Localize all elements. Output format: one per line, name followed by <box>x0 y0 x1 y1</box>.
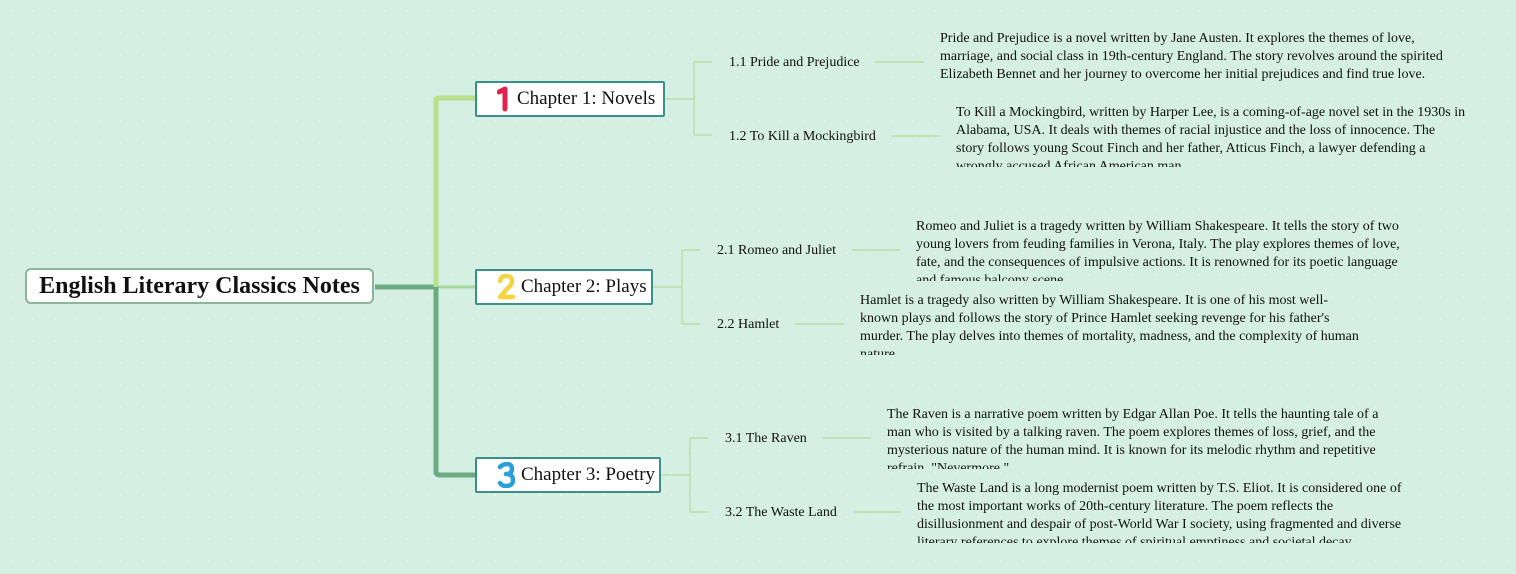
note-pride-and-prejudice: Pride and Prejudice is a novel written b… <box>940 31 1443 82</box>
subtopic-to-kill-a-mockingbird[interactable]: 1.2 To Kill a Mockingbird <box>729 129 876 144</box>
chapter-3-topic[interactable]: Chapter 3: Poetry <box>475 457 661 493</box>
subtopic-hamlet[interactable]: 2.2 Hamlet <box>717 317 780 332</box>
note-the-raven: The Raven is a narrative poem written by… <box>887 407 1379 469</box>
root-title: English Literary Classics Notes <box>39 272 360 299</box>
number-one-icon <box>497 86 511 112</box>
note-to-kill-a-mockingbird: To Kill a Mockingbird, written by Harper… <box>956 105 1466 167</box>
chapter-1-topic[interactable]: Chapter 1: Novels <box>475 81 665 117</box>
note-the-waste-land: The Waste Land is a long modernist poem … <box>917 481 1402 543</box>
number-three-icon <box>497 462 515 488</box>
subtopic-the-waste-land[interactable]: 3.2 The Waste Land <box>725 505 837 520</box>
note-hamlet: Hamlet is a tragedy also written by Will… <box>860 293 1359 355</box>
number-two-icon <box>497 274 515 300</box>
chapter-2-topic[interactable]: Chapter 2: Plays <box>475 269 653 305</box>
subtopic-pride-and-prejudice[interactable]: 1.1 Pride and Prejudice <box>729 55 860 70</box>
chapter-1-label: Chapter 1: Novels <box>517 88 656 109</box>
root-topic[interactable]: English Literary Classics Notes <box>25 268 374 304</box>
subtopic-the-raven[interactable]: 3.1 The Raven <box>725 431 807 446</box>
chapter-2-label: Chapter 2: Plays <box>521 276 647 297</box>
subtopic-romeo-and-juliet[interactable]: 2.1 Romeo and Juliet <box>717 243 836 258</box>
note-romeo-and-juliet: Romeo and Juliet is a tragedy written by… <box>916 219 1400 281</box>
chapter-3-label: Chapter 3: Poetry <box>521 464 656 485</box>
